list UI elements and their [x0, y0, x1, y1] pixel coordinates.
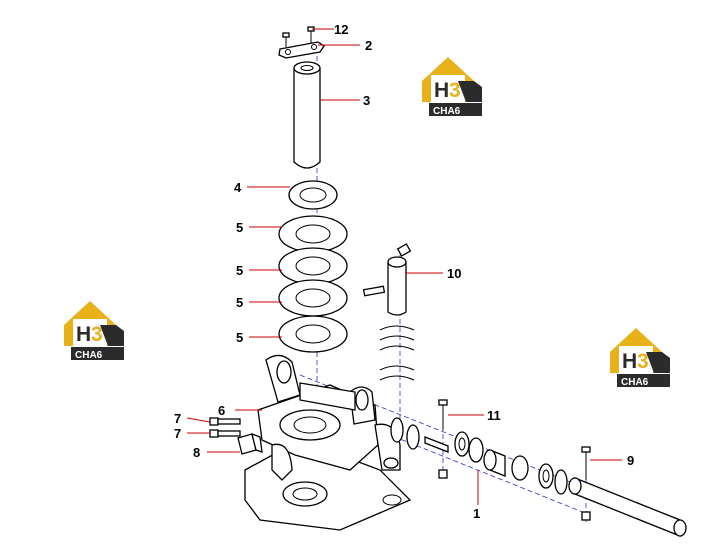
- logo-text-3: CHA6: [621, 377, 649, 388]
- bracket-6: [244, 354, 412, 531]
- bolt-9: [581, 446, 591, 521]
- logo-watermark-2: H 3 CHA6: [64, 301, 124, 361]
- bolt-12: [282, 26, 315, 47]
- bolts-7: [209, 417, 241, 438]
- callout-7b: 7: [174, 426, 181, 441]
- pin-3: [293, 61, 321, 169]
- svg-text:H: H: [622, 350, 637, 373]
- svg-text:3: 3: [449, 79, 461, 102]
- svg-text:3: 3: [91, 323, 103, 346]
- logo-text-1: CHA6: [433, 106, 461, 117]
- leader-lines: [186, 28, 622, 505]
- callout-4: 4: [234, 180, 242, 195]
- callout-8: 8: [193, 445, 200, 460]
- pin-10: [362, 243, 415, 381]
- logo-text-2: CHA6: [75, 350, 103, 361]
- callout-7a: 7: [174, 411, 181, 426]
- logo-watermark-3: H 3 CHA6: [610, 328, 670, 388]
- washer-4: [288, 180, 338, 210]
- callout-6: 6: [218, 403, 225, 418]
- lock-plate-2: [278, 41, 325, 59]
- callout-3: 3: [363, 93, 370, 108]
- callout-9: 9: [627, 453, 634, 468]
- callout-5d: 5: [236, 330, 243, 345]
- bolt-11: [438, 399, 448, 479]
- shims-5: [278, 215, 348, 353]
- callout-5b: 5: [236, 263, 243, 278]
- callout-5c: 5: [236, 295, 243, 310]
- svg-text:3: 3: [637, 350, 649, 373]
- svg-text:H: H: [434, 79, 449, 102]
- callout-1: 1: [473, 506, 480, 521]
- logo-watermark-1: H 3 CHA6: [422, 57, 482, 117]
- callout-2: 2: [365, 38, 372, 53]
- callout-11: 11: [487, 408, 501, 423]
- callout-5a: 5: [236, 220, 243, 235]
- block-8: [237, 432, 263, 455]
- svg-text:H: H: [76, 323, 91, 346]
- shaft-1: [390, 417, 687, 537]
- callout-10: 10: [447, 266, 461, 281]
- callout-labels: 12 2 3 4 5 5 5 5 10 6 7 7 8 11 9 1: [174, 22, 634, 521]
- callout-12: 12: [334, 22, 348, 37]
